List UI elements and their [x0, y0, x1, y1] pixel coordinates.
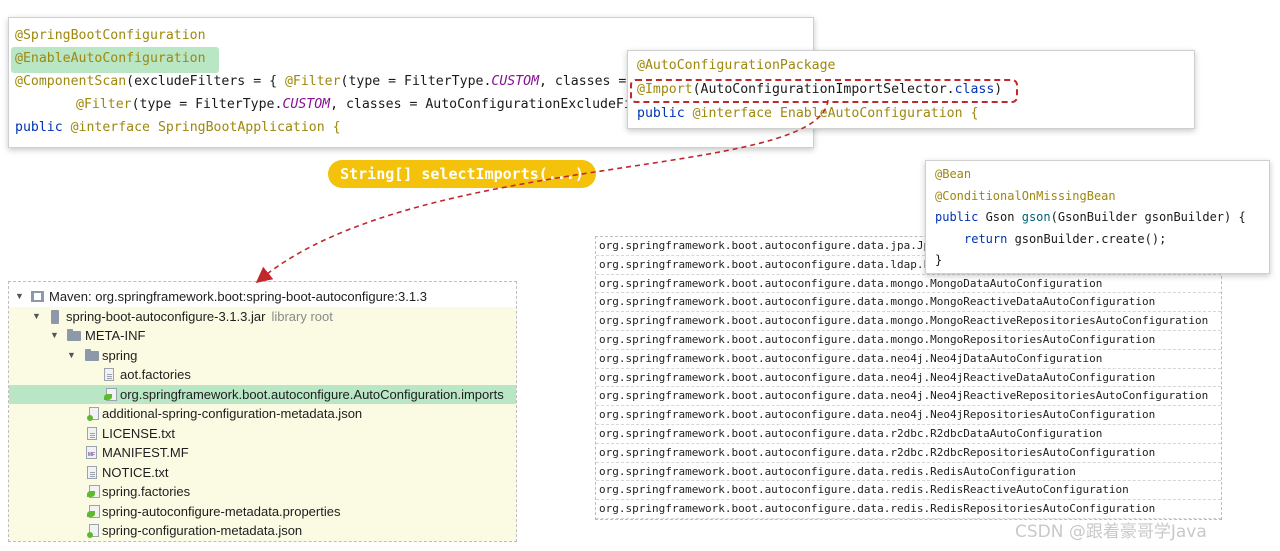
tree-item-label: LICENSE.txt — [102, 425, 175, 441]
tree-item-label: aot.factories — [120, 367, 191, 382]
tree-item-jar[interactable]: ▼ spring-boot-autoconfigure-3.1.3.jar lib… — [9, 306, 516, 326]
chevron-down-icon[interactable]: ▼ — [15, 291, 24, 301]
autoconfiguration-imports-list: org.springframework.boot.autoconfigure.d… — [595, 236, 1222, 520]
code-line: } — [935, 253, 943, 267]
text-file-icon — [87, 426, 97, 440]
code-line: @AutoConfigurationPackage — [637, 58, 836, 73]
tree-item-label: additional-spring-configuration-metadata… — [102, 406, 363, 421]
code-line: @Filter(type = FilterType.CUSTOM, classe… — [76, 97, 640, 112]
spring-file-icon — [87, 504, 100, 518]
import-entry: org.springframework.boot.autoconfigure.d… — [596, 293, 1221, 313]
tree-item-label: Maven: org.springframework.boot:spring-b… — [49, 289, 427, 304]
import-entry: org.springframework.boot.autoconfigure.d… — [596, 463, 1221, 482]
import-entry: org.springframework.boot.autoconfigure.d… — [596, 425, 1221, 444]
tree-item-label: META-INF — [85, 328, 146, 343]
tree-item-additional-metadata[interactable]: additional-spring-configuration-metadata… — [9, 404, 516, 424]
tree-item-autoconfigure-properties[interactable]: spring-autoconfigure-metadata.properties — [9, 501, 516, 521]
tree-item-meta-inf[interactable]: ▼ META-INF — [9, 326, 516, 346]
json-file-icon — [87, 407, 99, 421]
tree-item-label: spring — [102, 347, 138, 363]
file-icon — [104, 368, 114, 381]
code-line: return gsonBuilder.create(); — [964, 232, 1167, 246]
jar-icon — [51, 309, 59, 324]
gson-bean-code: @Bean @ConditionalOnMissingBean public G… — [925, 160, 1270, 274]
project-tree: ▼ Maven: org.springframework.boot:spring… — [8, 281, 517, 542]
import-entry: org.springframework.boot.autoconfigure.d… — [596, 331, 1221, 350]
tree-item-spring-folder[interactable]: ▼ spring — [9, 345, 516, 365]
code-line: @Bean — [935, 167, 972, 181]
code-line: public @interface EnableAutoConfiguratio… — [637, 106, 979, 121]
code-line: @ComponentScan(excludeFilters = { @Filte… — [15, 74, 651, 89]
tree-item-label: spring-autoconfigure-metadata.properties — [102, 503, 341, 519]
tree-item-notice[interactable]: NOTICE.txt — [9, 462, 516, 482]
code-line-enable-autoconfig: @EnableAutoConfiguration — [15, 51, 206, 66]
chevron-down-icon[interactable]: ▼ — [32, 310, 41, 321]
folder-icon — [85, 348, 99, 361]
tree-item-manifest[interactable]: MF MANIFEST.MF — [9, 443, 516, 463]
tree-item-label: spring-configuration-metadata.json — [102, 523, 303, 538]
code-line: @ConditionalOnMissingBean — [935, 189, 1116, 203]
tree-item-autoconfiguration-imports[interactable]: org.springframework.boot.autoconfigure.A… — [9, 384, 516, 404]
tree-item-label: NOTICE.txt — [102, 464, 169, 480]
enable-autoconfiguration-code: @AutoConfigurationPackage @Import(AutoCo… — [627, 50, 1195, 129]
chevron-down-icon[interactable]: ▼ — [67, 349, 76, 360]
code-line-import: @Import(AutoConfigurationImportSelector.… — [637, 82, 1003, 97]
import-entry: org.springframework.boot.autoconfigure.d… — [596, 500, 1221, 519]
tree-item-aot-factories[interactable]: aot.factories — [9, 365, 516, 385]
spring-file-icon — [104, 387, 117, 401]
code-line: @SpringBootConfiguration — [15, 28, 206, 43]
enable-autoconfig-highlight — [11, 47, 219, 73]
import-entry: org.springframework.boot.autoconfigure.d… — [596, 387, 1221, 407]
import-entry: org.springframework.boot.autoconfigure.d… — [596, 312, 1221, 331]
manifest-file-icon: MF — [86, 446, 97, 459]
tree-item-spring-factories[interactable]: spring.factories — [9, 482, 516, 502]
code-line: public Gson gson(GsonBuilder gsonBuilder… — [935, 210, 1246, 224]
import-entry: org.springframework.boot.autoconfigure.d… — [596, 481, 1221, 501]
json-file-icon — [87, 524, 99, 538]
import-entry: org.springframework.boot.autoconfigure.d… — [596, 444, 1221, 463]
import-entry: org.springframework.boot.autoconfigure.d… — [596, 406, 1221, 425]
import-entry: org.springframework.boot.autoconfigure.d… — [596, 350, 1221, 369]
watermark: CSDN @跟着豪哥学Java — [1015, 522, 1207, 542]
maven-library-icon — [31, 291, 44, 302]
text-file-icon — [87, 465, 97, 479]
chevron-down-icon[interactable]: ▼ — [50, 330, 59, 340]
import-entry: org.springframework.boot.autoconfigure.d… — [596, 369, 1221, 388]
tree-item-label: org.springframework.boot.autoconfigure.A… — [120, 386, 504, 402]
import-entry: org.springframework.boot.autoconfigure.d… — [596, 275, 1221, 294]
tree-item-label: MANIFEST.MF — [102, 445, 189, 460]
tree-item-configuration-metadata[interactable]: spring-configuration-metadata.json — [9, 521, 516, 541]
library-root-hint: library root — [271, 308, 333, 324]
spring-file-icon — [87, 485, 100, 498]
tree-item-license[interactable]: LICENSE.txt — [9, 423, 516, 443]
select-imports-pill: String[] selectImports(...) — [328, 160, 596, 188]
tree-item-maven[interactable]: ▼ Maven: org.springframework.boot:spring… — [9, 287, 516, 307]
tree-item-label: spring-boot-autoconfigure-3.1.3.jar — [66, 308, 266, 324]
tree-item-label: spring.factories — [102, 484, 191, 499]
code-line: public @interface SpringBootApplication … — [15, 120, 341, 135]
folder-icon — [67, 329, 81, 341]
